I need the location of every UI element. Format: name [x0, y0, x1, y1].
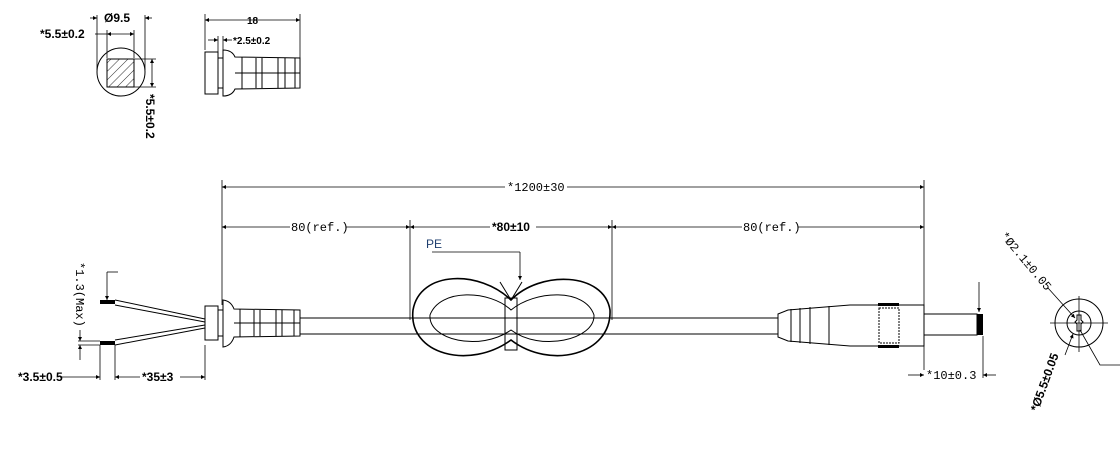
flange-label: *2.5±0.2: [233, 36, 271, 47]
cable-tie: PE: [412, 237, 611, 357]
wire-ends: *1.3(Max) *3.5±0.5 *35±3: [18, 262, 206, 384]
main-dimensions: *1200±30 80(ref.) *80±10 80(ref.): [221, 180, 925, 370]
right-ref-label: 80(ref.): [743, 221, 801, 235]
square-hole: [106, 58, 135, 88]
strip-length-label: *35±3: [142, 370, 174, 384]
side-view: 18 *2.5±0.2: [204, 14, 301, 97]
inner-diameter-label: *Ø2.1±0.05: [997, 230, 1054, 294]
end-view: Ø9.5 *5.5±0.2 *5.5±0.2: [40, 11, 157, 139]
left-ref-label: 80(ref.): [291, 221, 349, 235]
plug-end-view: *Ø2.1±0.05 *Ø5.5±0.05: [997, 230, 1120, 413]
outer-diameter-label: *Ø5.5±0.05: [1028, 351, 1062, 413]
square-height-label: *5.5±0.2: [143, 94, 157, 139]
side-length-label: 18: [247, 16, 259, 27]
tin-length-label: *3.5±0.5: [18, 370, 63, 384]
strain-relief: [204, 299, 301, 348]
pin-length-label: *10±0.3: [926, 369, 976, 383]
tin-thickness-label: *1.3(Max): [72, 262, 86, 327]
square-width-label: *5.5±0.2: [40, 27, 85, 41]
end-view-outline: [96, 47, 146, 97]
tie-label: PE: [426, 237, 442, 251]
cable-body: [300, 317, 778, 335]
tie-position-label: *80±10: [492, 220, 530, 234]
diameter-label: Ø9.5: [104, 11, 130, 25]
dc-plug: *10±0.3: [777, 282, 996, 383]
total-length-label: *1200±30: [507, 181, 565, 195]
